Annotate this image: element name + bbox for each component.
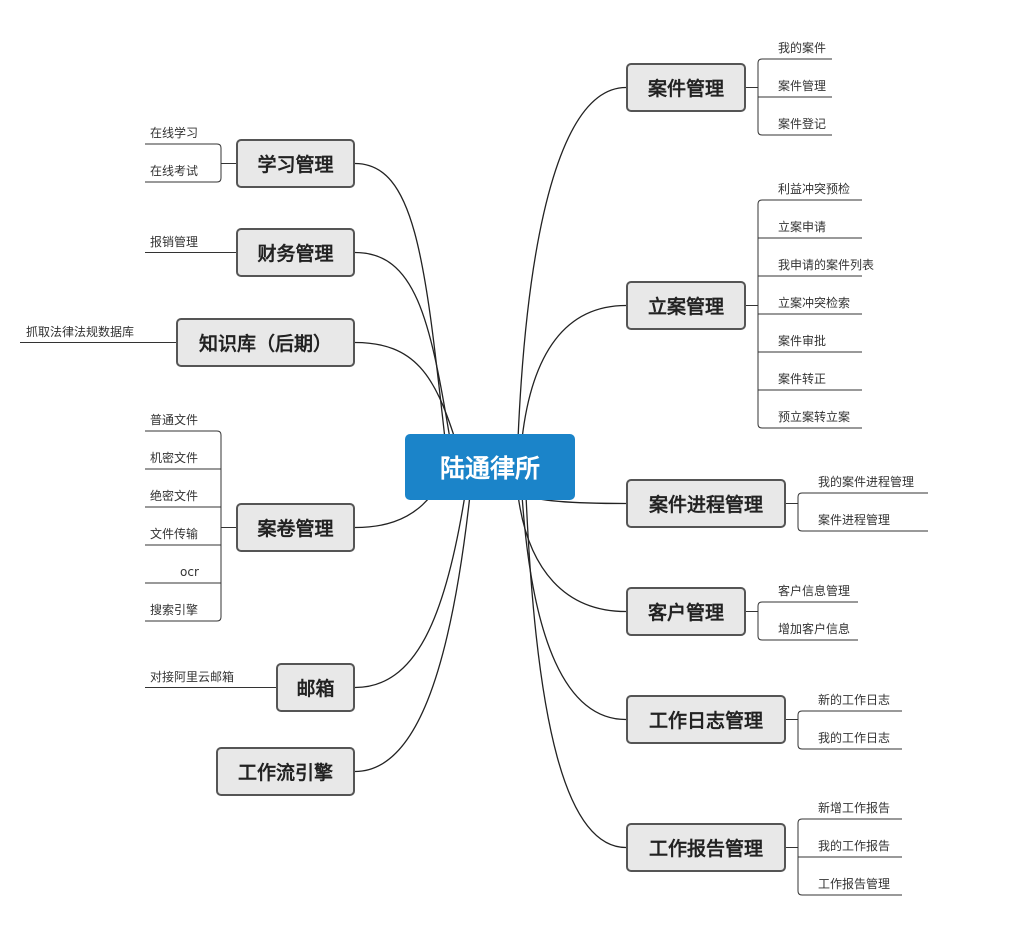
leaf-right-2-1[interactable]: 案件进程管理: [818, 513, 891, 527]
leaf-left-3-1[interactable]: 机密文件: [150, 451, 199, 465]
connector-right-3: [517, 494, 627, 613]
connector-right-4: [521, 494, 627, 721]
branch-right-5[interactable]: 工作报告管理: [626, 823, 786, 872]
leaf-right-1-3[interactable]: 立案冲突检索: [778, 296, 851, 310]
branch-left-5[interactable]: 工作流引擎: [216, 747, 355, 796]
leaf-right-5-2[interactable]: 工作报告管理: [818, 877, 891, 891]
branch-right-0[interactable]: 案件管理: [626, 63, 746, 112]
branch-left-1[interactable]: 财务管理: [236, 228, 355, 277]
bracket-left-0: [216, 143, 222, 183]
bracket-right-3: [757, 601, 763, 641]
connector-left-1: [354, 251, 451, 440]
leaf-right-5-1[interactable]: 我的工作报告: [818, 839, 891, 853]
leaf-left-3-4[interactable]: ocr: [180, 565, 199, 579]
leaf-right-1-6[interactable]: 预立案转立案: [778, 410, 851, 424]
leaf-left-0-0[interactable]: 在线学习: [150, 126, 199, 140]
leaf-right-0-0[interactable]: 我的案件: [778, 41, 827, 55]
bracket-left-3: [216, 430, 222, 622]
leaf-left-4-0[interactable]: 对接阿里云邮箱: [150, 669, 235, 684]
leaf-left-1-0[interactable]: 报销管理: [150, 234, 199, 249]
leaf-right-1-4[interactable]: 案件审批: [778, 334, 827, 348]
connector-right-5: [525, 494, 627, 849]
leaf-right-1-0[interactable]: 利益冲突预检: [778, 182, 851, 196]
leaf-left-3-0[interactable]: 普通文件: [150, 413, 199, 427]
branch-right-4[interactable]: 工作日志管理: [626, 695, 786, 744]
leaf-right-0-1[interactable]: 案件管理: [778, 79, 827, 93]
bracket-right-2: [797, 492, 803, 532]
leaf-left-3-2[interactable]: 绝密文件: [150, 489, 199, 503]
branch-right-1[interactable]: 立案管理: [626, 281, 746, 330]
leaf-left-3-3[interactable]: 文件传输: [150, 527, 199, 541]
leaf-right-4-0[interactable]: 新的工作日志: [818, 693, 891, 707]
branch-left-3[interactable]: 案卷管理: [236, 503, 355, 552]
leaf-right-5-0[interactable]: 新增工作报告: [818, 801, 891, 815]
connector-left-0: [354, 162, 446, 440]
leaf-right-3-1[interactable]: 增加客户信息: [778, 622, 851, 636]
leaf-right-1-5[interactable]: 案件转正: [778, 372, 827, 386]
branch-right-2[interactable]: 案件进程管理: [626, 479, 786, 528]
connector-right-0: [517, 86, 627, 440]
leaf-left-3-5[interactable]: 搜索引擎: [150, 603, 199, 617]
branch-left-0[interactable]: 学习管理: [236, 139, 355, 188]
connector-left-5: [354, 494, 471, 773]
branch-left-4[interactable]: 邮箱: [276, 663, 355, 712]
connector-right-1: [521, 304, 627, 440]
leaf-right-4-1[interactable]: 我的工作日志: [818, 731, 891, 745]
leaf-left-0-1[interactable]: 在线考试: [150, 164, 199, 178]
leaf-right-0-2[interactable]: 案件登记: [778, 117, 827, 131]
leaf-right-3-0[interactable]: 客户信息管理: [778, 584, 851, 598]
root-node[interactable]: 陆通律所: [405, 434, 575, 500]
leaf-right-2-0[interactable]: 我的案件进程管理: [818, 475, 915, 489]
bracket-right-4: [797, 710, 803, 750]
leaf-left-2-0[interactable]: 抓取法律法规数据库: [26, 324, 135, 339]
leaf-right-1-2[interactable]: 我申请的案件列表: [778, 258, 875, 272]
branch-left-2[interactable]: 知识库（后期）: [176, 318, 355, 367]
connector-left-4: [354, 494, 466, 689]
connector-left-2: [354, 341, 456, 440]
branch-right-3[interactable]: 客户管理: [626, 587, 746, 636]
leaf-right-1-1[interactable]: 立案申请: [778, 220, 827, 234]
